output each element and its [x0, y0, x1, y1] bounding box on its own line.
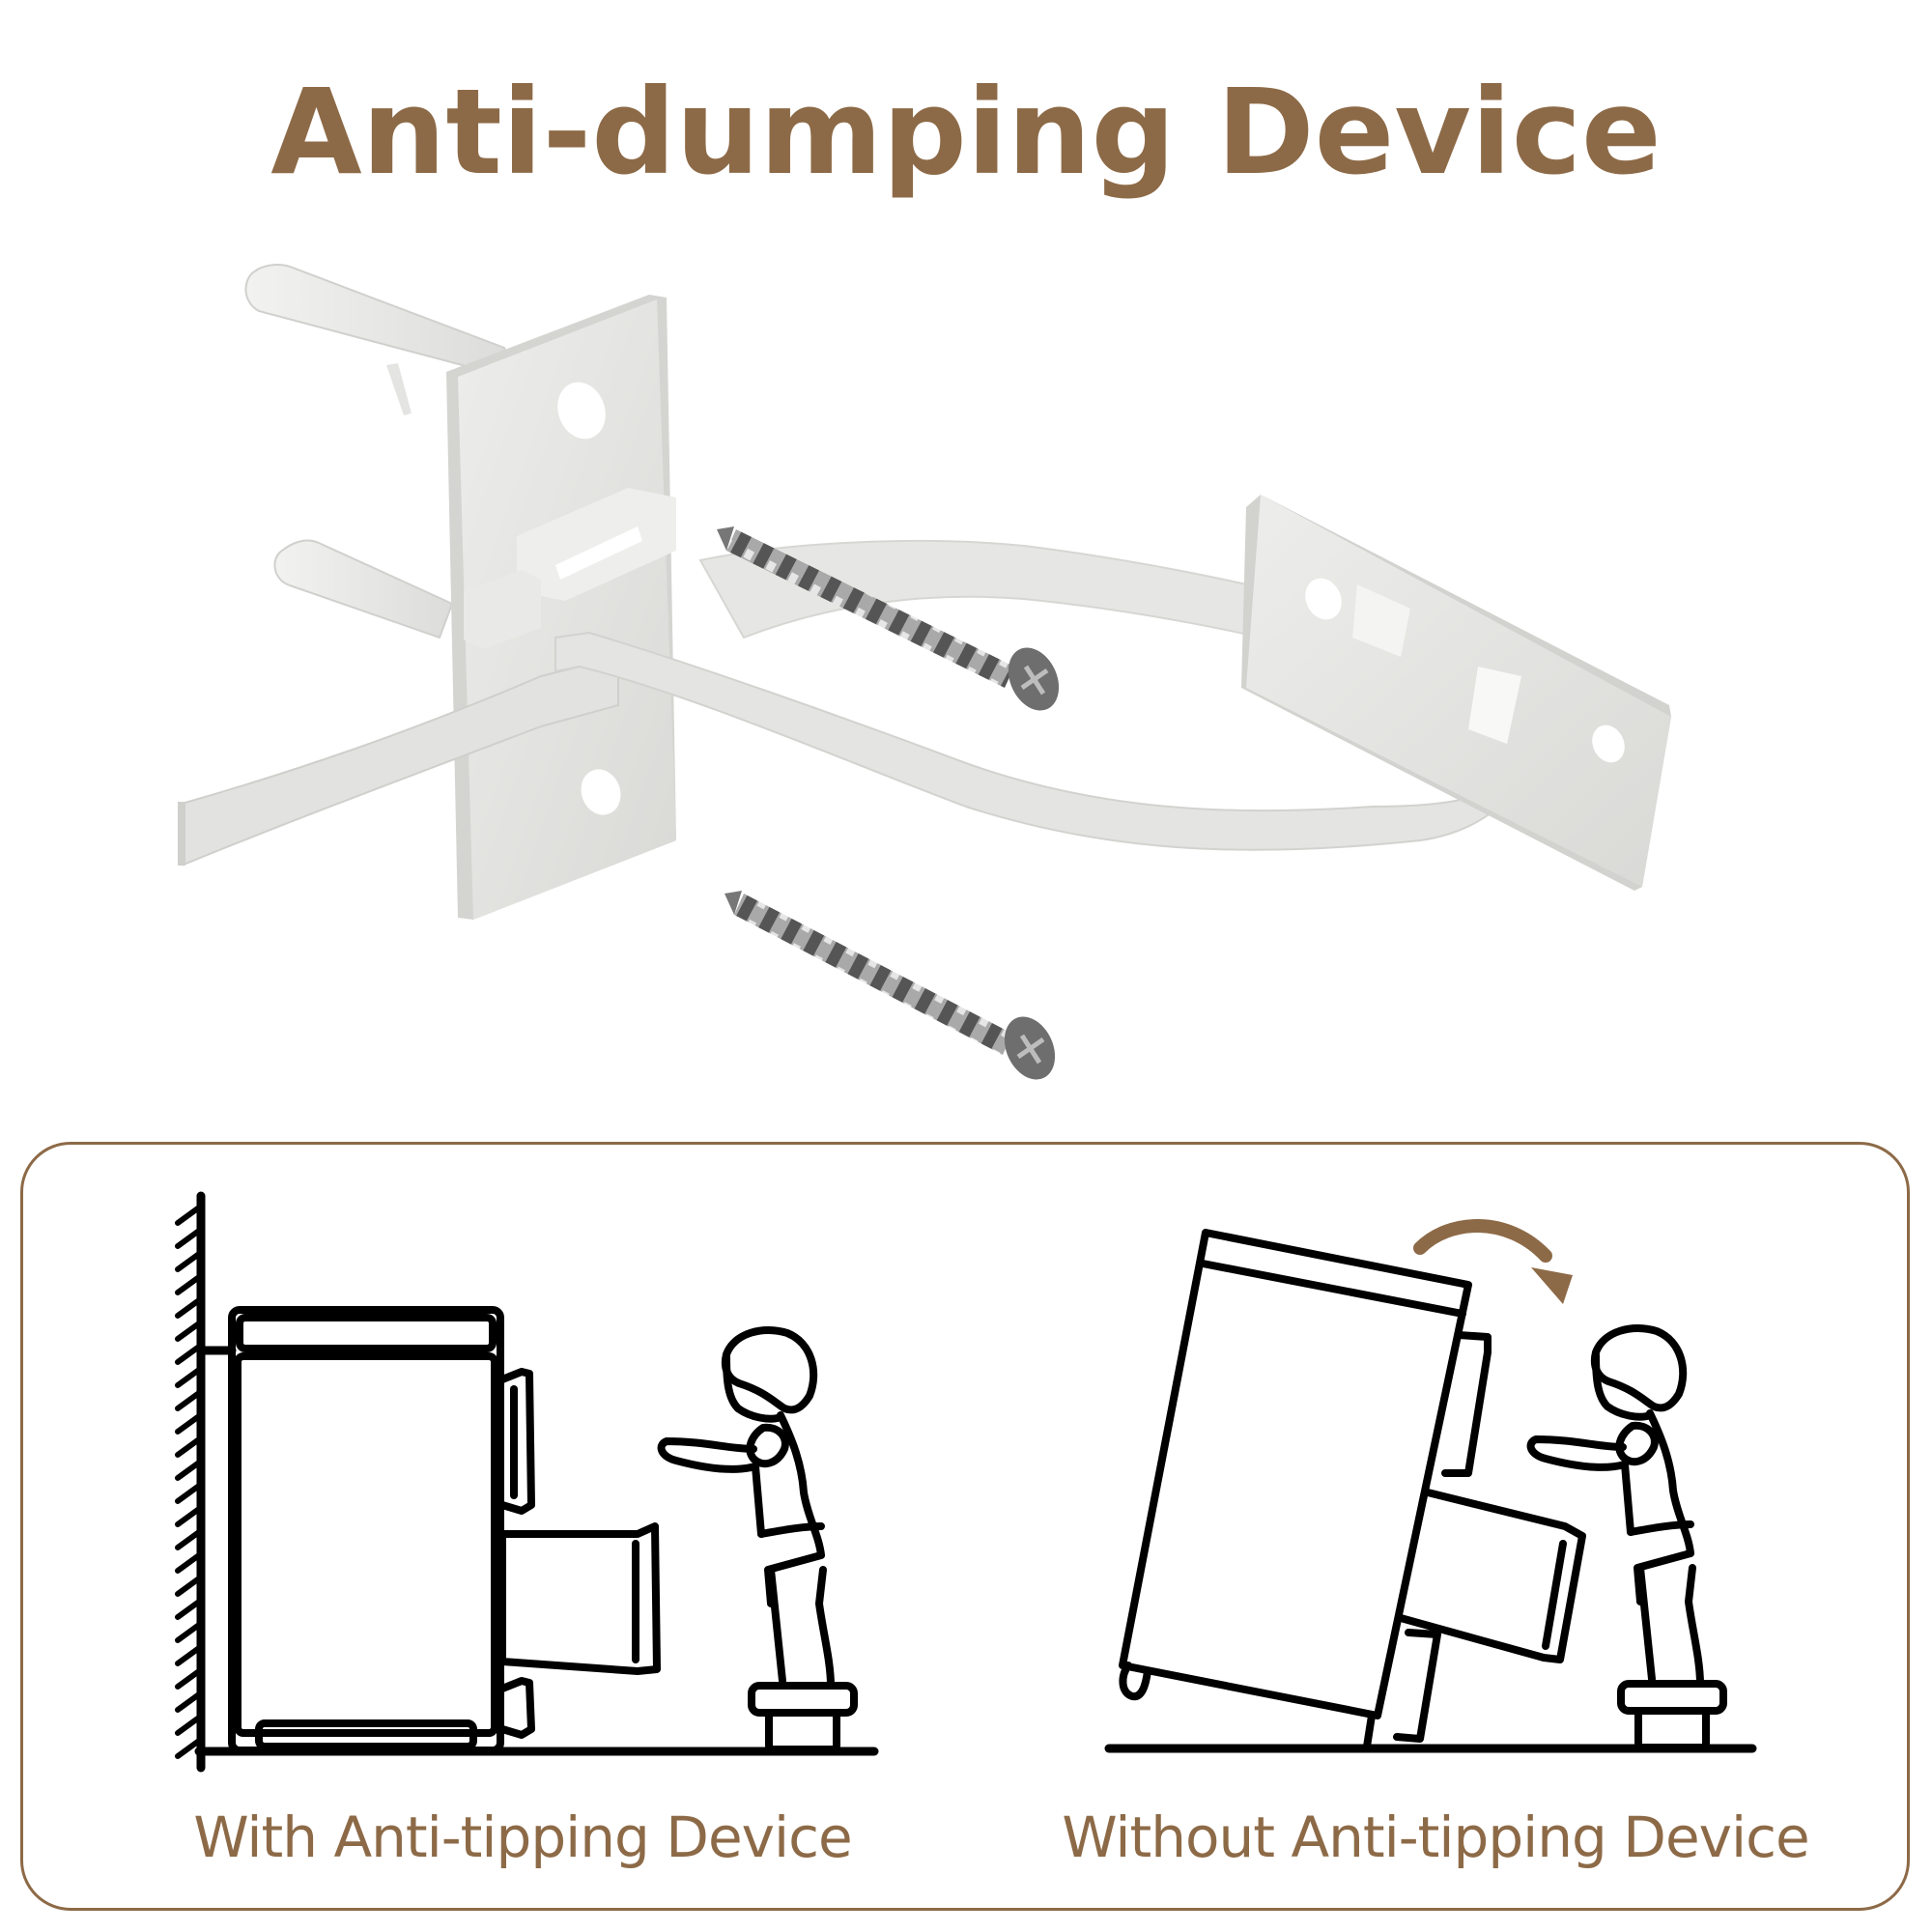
left-bracket — [446, 295, 676, 920]
screw-lower — [724, 891, 1056, 1080]
screw-upper — [717, 526, 1060, 711]
page-title: Anti-dumping Device — [270, 64, 1662, 201]
wall-anchor-lower — [273, 539, 454, 639]
scene-without-device — [1104, 1229, 1757, 1753]
scene-with-device — [175, 1191, 879, 1773]
tipping-arrow-icon — [1413, 1219, 1573, 1304]
comparison-panel — [20, 1142, 1910, 1911]
right-bracket — [1241, 495, 1671, 891]
caption-without-device: Without Anti-tipping Device — [1062, 1804, 1809, 1870]
child-left — [657, 1326, 858, 1753]
caption-with-device: With Anti-tipping Device — [193, 1804, 852, 1870]
fridge — [1119, 1229, 1472, 1719]
strap — [178, 540, 1542, 867]
wall-hatching — [175, 1205, 202, 1759]
child-right — [1526, 1324, 1727, 1751]
